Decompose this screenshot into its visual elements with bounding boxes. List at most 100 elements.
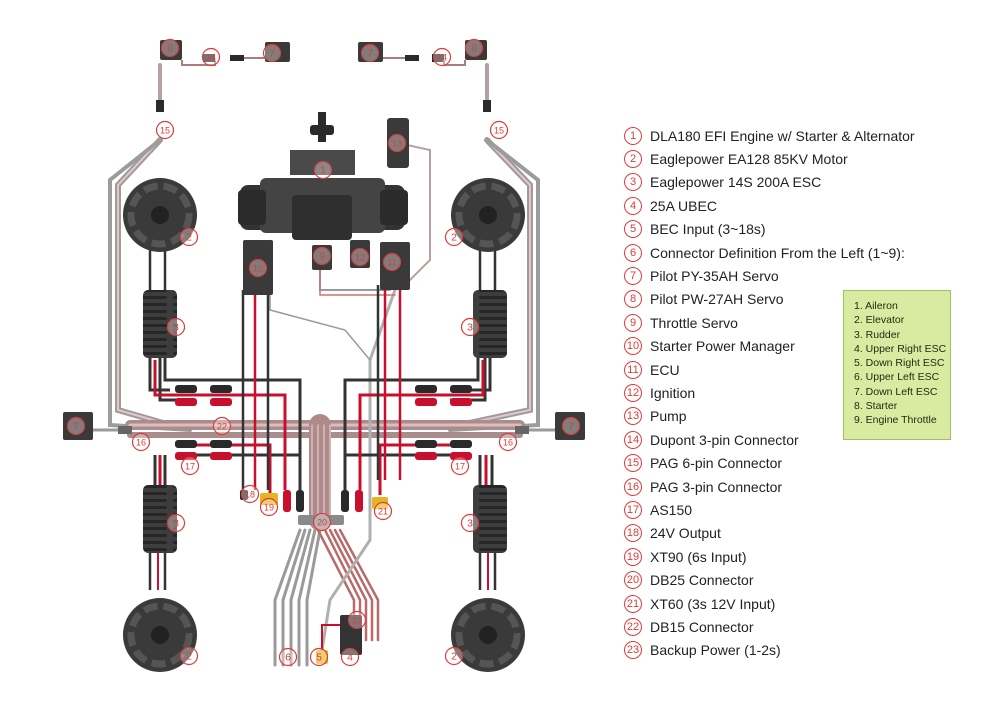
callout-line: 9. Engine Throttle [854, 414, 937, 427]
marker-number: 20 [317, 518, 327, 528]
legend-label: Backup Power (1-2s) [650, 642, 781, 659]
legend-label: DB25 Connector [650, 572, 754, 589]
marker-engine: 1 [313, 160, 333, 180]
legend-label: Eaglepower 14S 200A ESC [650, 174, 822, 191]
esc-bottom-left [143, 485, 177, 553]
marker-ecu: 11 [382, 252, 402, 272]
marker-number: 3 [173, 322, 179, 334]
marker-number: 13 [392, 139, 402, 149]
marker-number: 17 [185, 462, 195, 472]
legend-number: 1 [624, 126, 642, 145]
legend-label: Pilot PW-27AH Servo [650, 291, 784, 308]
harness-wires [108, 63, 540, 667]
callout-line: 8. Starter [854, 400, 898, 413]
power-wires [148, 250, 497, 590]
marker-pag3: 16 [131, 432, 151, 452]
marker-number: 12 [355, 253, 365, 263]
legend-number: 14 [624, 430, 642, 449]
callout-line: 5. Down Right ESC [854, 357, 945, 370]
marker-esc: 3 [460, 513, 480, 533]
marker-starter-pm: 10 [248, 258, 268, 278]
marker-motor: 2 [444, 227, 464, 247]
legend-label: XT60 (3s 12V Input) [650, 595, 776, 612]
legend-label: DLA180 EFI Engine w/ Starter & Alternato… [650, 127, 915, 144]
marker-dupont: 14 [432, 47, 452, 67]
marker-servo-27: 8 [160, 38, 180, 58]
legend-label: 24V Output [650, 525, 721, 542]
marker-number: 16 [136, 438, 146, 448]
marker-number: 15 [494, 126, 504, 136]
marker-servo-35: 7 [66, 416, 86, 436]
legend-number: 10 [624, 337, 642, 356]
marker-number: 2 [186, 232, 192, 244]
marker-servo-35: 7 [262, 43, 282, 63]
marker-connector-def: 6 [278, 647, 298, 667]
marker-servo-35: 7 [360, 43, 380, 63]
marker-pump: 13 [387, 133, 407, 153]
marker-motor: 2 [179, 227, 199, 247]
marker-number: 3 [173, 518, 179, 530]
motor-top-left [123, 178, 197, 252]
legend-number: 8 [624, 290, 642, 309]
legend-number: 4 [624, 196, 642, 215]
marker-esc: 3 [166, 513, 186, 533]
ecu [380, 242, 410, 290]
marker-backup: 23 [347, 610, 367, 630]
legend-label: Connector Definition From the Left (1~9)… [650, 244, 905, 261]
legend-number: 2 [624, 150, 642, 169]
marker-out24: 18 [240, 484, 260, 504]
marker-ignition: 12 [350, 247, 370, 267]
legend-label: Pilot PY-35AH Servo [650, 268, 779, 285]
starter-power-manager [243, 240, 273, 295]
esc-top-left [143, 290, 177, 358]
legend-item: 8 Pilot PW-27AH Servo [624, 288, 994, 311]
marker-pag6: 15 [489, 120, 509, 140]
legend-item: 7 Pilot PY-35AH Servo [624, 264, 994, 287]
legend-number: 7 [624, 267, 642, 286]
callout-line: 2. Elevator [854, 314, 905, 327]
legend-number: 12 [624, 383, 642, 402]
marker-number: 6 [285, 652, 291, 664]
marker-xt60: 21 [373, 501, 393, 521]
ignition [350, 240, 370, 268]
marker-as150: 17 [450, 456, 470, 476]
legend-number: 6 [624, 243, 642, 262]
legend-item: 14 Dupont 3-pin Connector [624, 428, 994, 451]
pag6-right [483, 100, 491, 112]
marker-number: 3 [467, 322, 473, 334]
marker-db15: 22 [212, 416, 232, 436]
legend-label: AS150 [650, 501, 693, 518]
legend-number: 17 [624, 500, 642, 519]
pag6-left [156, 100, 164, 112]
legend-item: 1 DLA180 EFI Engine w/ Starter & Alternat… [624, 124, 994, 147]
legend-item: 17 AS150 [624, 498, 994, 521]
marker-number: 11 [387, 258, 396, 268]
legend-label: PAG 3-pin Connector [650, 478, 783, 495]
legend-label: Dupont 3-pin Connector [650, 431, 799, 448]
callout-line: 1. Aileron [854, 300, 898, 312]
legend: 1 DLA180 EFI Engine w/ Starter & Alternat… [624, 124, 994, 662]
pump [387, 118, 409, 168]
marker-esc: 3 [460, 317, 480, 337]
marker-number: 8 [471, 43, 477, 55]
marker-number: 14 [437, 53, 447, 63]
marker-esc: 3 [166, 317, 186, 337]
marker-bec-input: 5 [309, 647, 329, 667]
legend-label: BEC Input (3~18s) [650, 221, 766, 238]
pag3-right [515, 426, 529, 434]
marker-number: 3 [467, 518, 473, 530]
marker-servo-27: 8 [464, 38, 484, 58]
motor-top-right [451, 178, 525, 252]
legend-label: Pump [650, 408, 687, 425]
